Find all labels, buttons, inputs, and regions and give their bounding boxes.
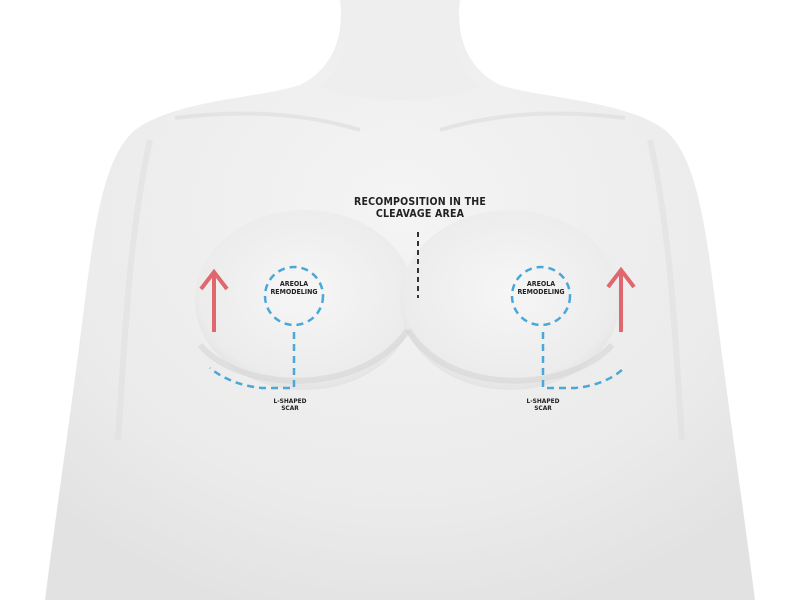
areola-remodeling-label-right: AREOLA REMODELING (509, 280, 573, 296)
scar-left-line-2: SCAR (281, 404, 299, 413)
l-shaped-scar-left (209, 332, 296, 390)
areola-remodeling-label-left: AREOLA REMODELING (262, 280, 326, 296)
breast-left (195, 210, 415, 390)
scar-right-line-1: L-SHAPED (526, 397, 560, 405)
arm-shadow-left (115, 139, 153, 441)
cleavage-recomposition-label: RECOMPOSITION IN THE CLEAVAGE AREA (335, 196, 505, 220)
scar-right-line-2: SCAR (534, 404, 552, 413)
areola-left-line-2: REMODELING (270, 288, 318, 297)
underbust-shadow-left (197, 328, 411, 384)
clavicle-right (439, 111, 626, 132)
arm-shadow-right (647, 139, 685, 441)
l-shaped-scar-right (541, 332, 625, 390)
breast-right (400, 210, 620, 390)
l-shaped-scar-label-right: L-SHAPED SCAR (513, 397, 573, 413)
neck-shading (318, 0, 482, 101)
areola-right-line-1: AREOLA (526, 280, 556, 288)
areola-left-line-1: AREOLA (279, 280, 309, 288)
lift-arrow-right (606, 266, 636, 332)
areola-circle-right (510, 265, 572, 327)
underbust-shadow-right (405, 328, 615, 384)
cleavage-label-line-1: RECOMPOSITION IN THE (353, 196, 487, 208)
scar-left-line-1: L-SHAPED (273, 397, 307, 405)
lift-arrow-left (199, 268, 229, 332)
areola-circle-left (263, 265, 325, 327)
cleavage-label-line-2: CLEAVAGE AREA (375, 208, 465, 221)
l-shaped-scar-label-left: L-SHAPED SCAR (260, 397, 320, 413)
clavicle-left (174, 111, 361, 132)
areola-right-line-2: REMODELING (517, 288, 565, 297)
